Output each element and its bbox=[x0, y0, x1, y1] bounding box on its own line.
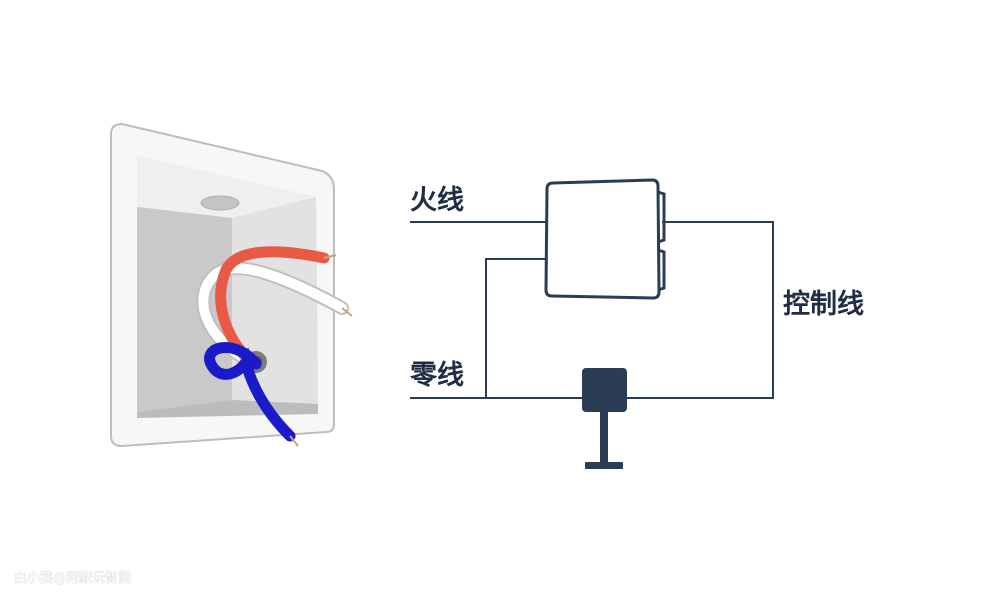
switch-side-top bbox=[657, 190, 666, 244]
wall-box-top-face bbox=[137, 156, 316, 218]
neutral-link-line bbox=[485, 258, 547, 398]
lamp-head bbox=[582, 368, 627, 412]
control-wire-line bbox=[626, 221, 774, 399]
control-wire bbox=[204, 342, 296, 442]
neutral-wire-copper bbox=[341, 307, 353, 317]
circuit-schematic: 火线 零线 控制线 bbox=[409, 178, 864, 469]
rocker-switch-icon bbox=[544, 178, 666, 300]
switch-body bbox=[544, 178, 661, 300]
watermark: 由小猿@阿毅玩智能 bbox=[14, 570, 131, 586]
lamp-stem bbox=[600, 412, 608, 464]
control-wire-label: 控制线 bbox=[783, 289, 864, 320]
neutral-wire-label: 零线 bbox=[409, 360, 464, 391]
lamp-base bbox=[585, 462, 623, 469]
neutral-wire bbox=[198, 263, 347, 367]
live-wire bbox=[215, 246, 330, 371]
lamp-icon bbox=[582, 368, 627, 469]
control-wire-copper bbox=[289, 435, 299, 447]
switch-side-bottom bbox=[657, 248, 666, 292]
wires bbox=[196, 246, 353, 447]
live-wire-copper bbox=[323, 254, 337, 259]
wall-junction-box-icon bbox=[110, 122, 335, 448]
live-wire-label: 火线 bbox=[410, 185, 464, 216]
wall-box-top-hole bbox=[200, 195, 240, 211]
